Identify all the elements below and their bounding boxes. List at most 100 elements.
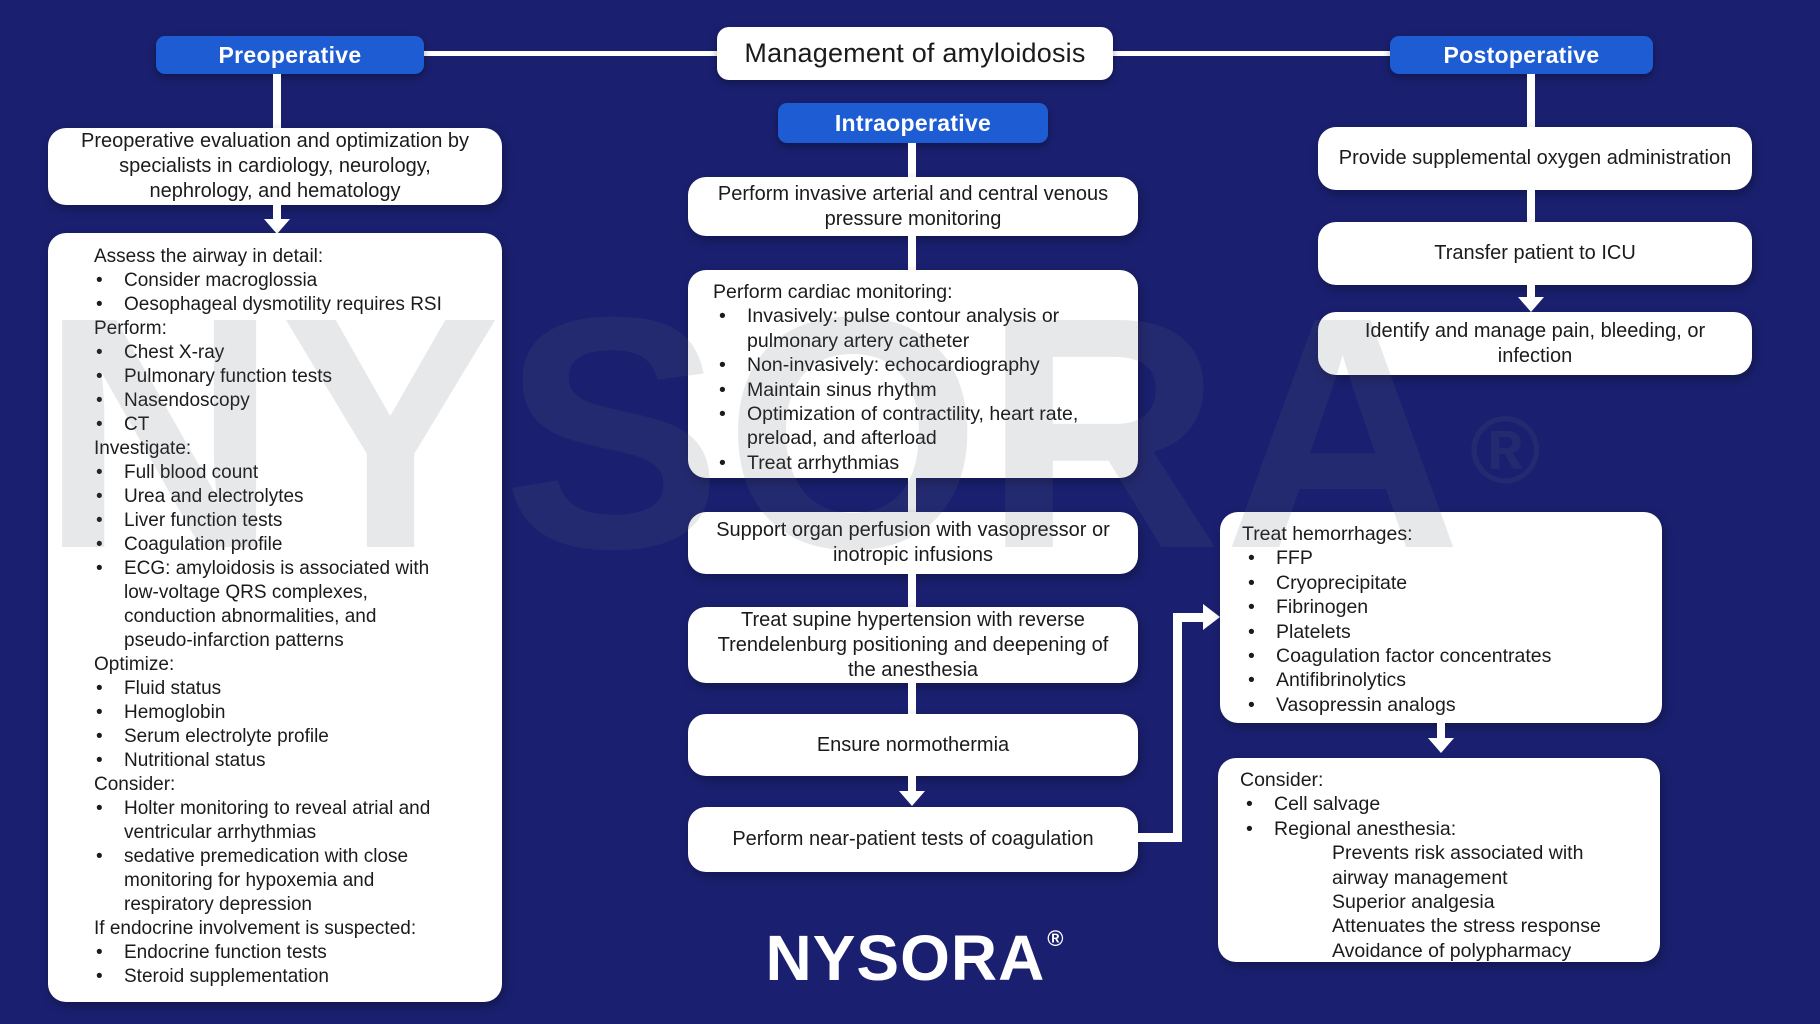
intraoperative-header: Intraoperative <box>778 103 1048 143</box>
list-line: Regional anesthesia: <box>1246 817 1646 841</box>
organ-perfusion-text: Support organ perfusion with vasopressor… <box>716 519 1110 566</box>
list-line: Coagulation factor concentrates <box>1248 644 1648 668</box>
supine-hypertension-text: Treat supine hypertension with reverse T… <box>717 608 1109 681</box>
list-line: Perform: <box>94 318 167 339</box>
list-line: Antifibrinolytics <box>1248 668 1648 692</box>
oxygen-box: Provide supplemental oxygen administrati… <box>1318 127 1752 190</box>
list-line: Nutritional status <box>96 749 492 773</box>
list-line: Attenuates the stress response <box>1332 915 1601 938</box>
normothermia-box: Ensure normothermia <box>688 714 1138 776</box>
treat-hemorrhages-box: Treat hemorrhages:FFPCryoprecipitateFibr… <box>1220 512 1662 723</box>
invasive-monitoring-text: Perform invasive arterial and central ve… <box>717 182 1109 230</box>
nysora-logo-text: NYSORA <box>765 922 1046 994</box>
connector-intraop-down <box>908 143 916 179</box>
list-line: Invasively: pulse contour analysis or <box>719 304 1124 328</box>
list-line: Holter monitoring to reveal atrial and <box>96 797 492 821</box>
preoperative-header: Preoperative <box>156 36 424 74</box>
coagulation-tests-box: Perform near-patient tests of coagulatio… <box>688 807 1138 872</box>
connector-eval-detail <box>273 205 281 221</box>
connector-preop-down <box>273 74 281 130</box>
arrow-down-icon <box>1518 297 1544 312</box>
list-line: If endocrine involvement is suspected: <box>94 918 417 939</box>
list-line: Optimize: <box>94 654 175 675</box>
preop-evaluation-text: Preoperative evaluation and optimization… <box>80 130 470 202</box>
list-line: monitoring for hypoxemia and <box>124 870 375 891</box>
connector-m4-m5 <box>908 683 916 716</box>
registered-mark-icon: ® <box>1047 926 1065 951</box>
arrow-down-icon <box>264 219 290 234</box>
list-line: Superior analgesia <box>1332 891 1495 914</box>
arrow-down-icon <box>1428 738 1454 753</box>
arrow-down-icon <box>899 791 925 806</box>
oxygen-text: Provide supplemental oxygen administrati… <box>1338 147 1732 169</box>
list-line: Perform cardiac monitoring: <box>713 281 953 303</box>
list-line: Vasopressin analogs <box>1248 693 1648 717</box>
list-line: Treat arrhythmias <box>719 451 1124 475</box>
list-line: Fluid status <box>96 677 492 701</box>
list-line: respiratory depression <box>124 894 312 915</box>
list-line: Nasendoscopy <box>96 389 492 413</box>
connector-r1-r2 <box>1527 190 1535 222</box>
list-line: ventricular arrhythmias <box>124 822 317 843</box>
preop-evaluation-box: Preoperative evaluation and optimization… <box>48 128 502 205</box>
list-line: Investigate: <box>94 438 192 459</box>
list-line: preload, and afterload <box>747 427 937 450</box>
connector-m1-m2 <box>908 236 916 272</box>
page-title-label: Management of amyloidosis <box>744 38 1086 68</box>
list-line: pseudo-infarction patterns <box>124 630 344 651</box>
list-line: conduction abnormalities, and <box>124 606 377 627</box>
list-line: ECG: amyloidosis is associated with <box>96 557 492 581</box>
list-line: Hemoglobin <box>96 701 492 725</box>
list-line: Platelets <box>1248 620 1648 644</box>
list-line: airway management <box>1332 866 1508 889</box>
connector-preop-title <box>424 51 718 56</box>
list-line: Fibrinogen <box>1248 595 1648 619</box>
list-line: Avoidance of polypharmacy <box>1332 939 1572 962</box>
list-line: Urea and electrolytes <box>96 485 492 509</box>
connector-hemo-consider <box>1437 723 1445 740</box>
nysora-logo: NYSORA® <box>660 926 1170 990</box>
list-line: Full blood count <box>96 461 492 485</box>
list-line: Assess the airway in detail: <box>94 246 324 267</box>
list-line: pulmonary artery catheter <box>747 329 970 352</box>
list-line: FFP <box>1248 546 1648 570</box>
preoperative-header-label: Preoperative <box>218 41 362 68</box>
list-line: Prevents risk associated with <box>1332 842 1584 865</box>
connector-r2-r3 <box>1527 285 1535 299</box>
list-line: Endocrine function tests <box>96 941 492 965</box>
page-title: Management of amyloidosis <box>717 27 1113 80</box>
cardiac-monitoring-box: Perform cardiac monitoring:Invasively: p… <box>688 270 1138 478</box>
arrow-right-icon <box>1203 604 1220 630</box>
normothermia-text: Ensure normothermia <box>816 733 1010 756</box>
list-line: Cryoprecipitate <box>1248 571 1648 595</box>
preop-detail-box: Assess the airway in detail:Consider mac… <box>48 233 502 1002</box>
icu-transfer-box: Transfer patient to ICU <box>1318 222 1752 285</box>
list-line: low-voltage QRS complexes, <box>124 582 368 603</box>
coagulation-tests-text: Perform near-patient tests of coagulatio… <box>732 828 1094 850</box>
connector-m5-m6 <box>908 776 916 793</box>
connector-title-postop <box>1112 51 1390 56</box>
postoperative-header-label: Postoperative <box>1443 41 1600 68</box>
connector-m3-m4 <box>908 574 916 609</box>
list-line: Oesophageal dysmotility requires RSI <box>96 293 492 317</box>
connector-postop-down <box>1527 74 1535 127</box>
consider-box: Consider:Cell salvageRegional anesthesia… <box>1218 758 1660 962</box>
list-line: Non-invasively: echocardiography <box>719 353 1124 377</box>
list-line: Liver function tests <box>96 509 492 533</box>
icu-transfer-text: Transfer patient to ICU <box>1434 242 1636 264</box>
registered-mark-icon: ® <box>1469 397 1541 504</box>
invasive-monitoring-box: Perform invasive arterial and central ve… <box>688 177 1138 236</box>
list-line: Consider macroglossia <box>96 269 492 293</box>
list-line: Consider: <box>94 774 176 795</box>
intraoperative-header-label: Intraoperative <box>834 109 992 136</box>
organ-perfusion-box: Support organ perfusion with vasopressor… <box>688 512 1138 574</box>
pain-management-box: Identify and manage pain, bleeding, or i… <box>1318 312 1752 375</box>
elbow-connector-h2 <box>1180 613 1204 622</box>
list-line: Consider: <box>1240 769 1324 791</box>
list-line: Treat hemorrhages: <box>1242 523 1413 545</box>
list-line: Chest X-ray <box>96 341 492 365</box>
list-line: CT <box>96 413 492 437</box>
elbow-connector-v <box>1173 613 1182 842</box>
connector-m2-m3 <box>908 478 916 514</box>
